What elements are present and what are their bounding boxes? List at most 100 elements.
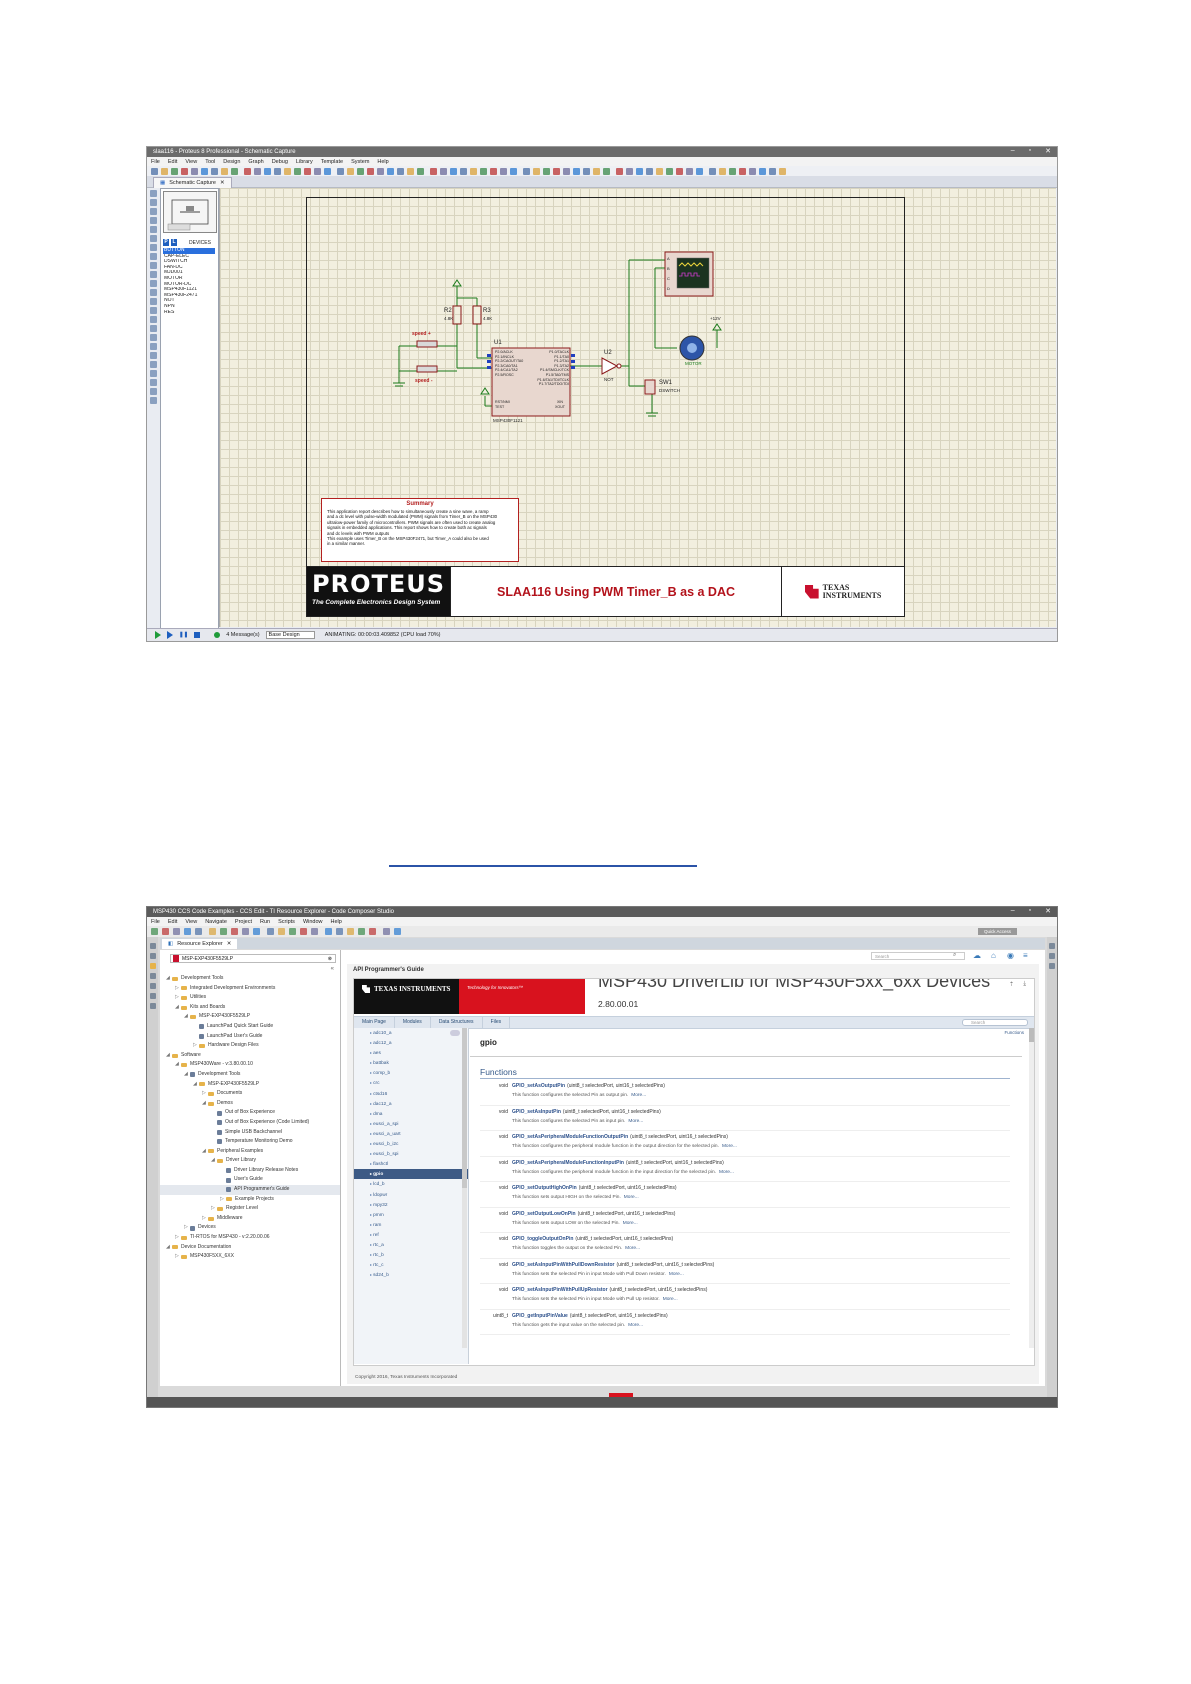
toolbar-icon[interactable]	[470, 167, 477, 175]
mode-tool-icon[interactable]	[149, 307, 157, 314]
mode-tool-icon[interactable]	[149, 271, 157, 278]
function-name-link[interactable]: GPIO_setAsInputPinWithPullDownResistor	[512, 1261, 615, 1268]
tree-item[interactable]: Out of Box Experience (Code Limited)	[160, 1118, 340, 1128]
expand-toggle-icon[interactable]: ◢	[211, 1157, 215, 1164]
tree-item[interactable]: ◢Kits and Boards	[160, 1003, 340, 1013]
menu-item[interactable]: Scripts	[278, 918, 295, 925]
menu-item[interactable]: System	[351, 158, 370, 165]
menu-item[interactable]: Template	[320, 158, 344, 165]
play-icon[interactable]	[155, 631, 161, 639]
tab-resource-explorer[interactable]: ◧ Resource Explorer ✕	[162, 939, 238, 949]
functions-link[interactable]: Functions	[1004, 1030, 1024, 1035]
toolbar-icon[interactable]	[173, 928, 180, 935]
toolbar-icon[interactable]	[377, 167, 384, 175]
tree-item[interactable]: ◢MSP430Ware - v:3.80.00.10	[160, 1060, 340, 1070]
minimize-icon[interactable]: –	[1010, 907, 1015, 914]
tree-item[interactable]: ▷MSP430F5XX_6XX	[160, 1252, 340, 1262]
toolbar-icon[interactable]	[304, 167, 311, 175]
tree-item[interactable]: ◢Software	[160, 1051, 340, 1061]
toolbar-icon[interactable]	[460, 167, 467, 175]
toolbar-icon[interactable]	[254, 167, 261, 175]
mode-tool-icon[interactable]	[149, 190, 157, 197]
toolbar-icon[interactable]	[666, 167, 673, 175]
expand-toggle-icon[interactable]: ◢	[166, 975, 170, 981]
toolbar-icon[interactable]	[274, 167, 281, 175]
expand-toggle-icon[interactable]: ▷	[175, 1253, 179, 1260]
toolbar-icon[interactable]	[696, 167, 703, 175]
module-link[interactable]: ▸ sd24_b	[354, 1270, 468, 1280]
device-list-item[interactable]: DSWITCH	[164, 259, 188, 265]
mode-tool-icon[interactable]	[149, 253, 157, 260]
device-list-item[interactable]: MOTOR	[164, 275, 183, 281]
tree-item[interactable]: ◢Development Tools	[160, 1070, 340, 1080]
doc-nav-tab[interactable]: Main Page	[354, 1017, 395, 1028]
menu-item[interactable]: Navigate	[205, 918, 227, 925]
toolbar-icon[interactable]	[311, 928, 318, 935]
mode-tool-icon[interactable]	[149, 343, 157, 350]
trim-icon[interactable]	[149, 943, 156, 949]
tree-item[interactable]: ▷Example Projects	[160, 1195, 340, 1205]
mode-tool-icon[interactable]	[149, 370, 157, 377]
mode-tool-icon[interactable]	[149, 217, 157, 224]
library-button[interactable]: L	[171, 239, 177, 246]
device-list-item[interactable]: MSP430F1121	[164, 287, 197, 293]
menu-item[interactable]: Window	[302, 918, 323, 925]
toolbar-icon[interactable]	[289, 928, 296, 935]
toolbar-icon[interactable]	[231, 167, 238, 175]
toolbar-icon[interactable]	[603, 167, 610, 175]
function-name-link[interactable]: GPIO_setAsOutputPin	[512, 1083, 566, 1089]
module-link[interactable]: ▸ comp_b	[354, 1068, 468, 1078]
device-list-item[interactable]: MJD001	[164, 270, 183, 276]
toolbar-icon[interactable]	[510, 167, 517, 175]
maximize-icon[interactable]: ▫	[1028, 147, 1032, 154]
toolbar-icon[interactable]	[709, 167, 716, 175]
download-icon[interactable]: ⤓	[1023, 981, 1026, 987]
device-list-item[interactable]: NOT	[164, 298, 175, 304]
toolbar-icon[interactable]	[394, 928, 401, 935]
toolbar-icon[interactable]	[397, 167, 404, 175]
tree-item[interactable]: ◢MSP-EXP430F5529LP	[160, 1080, 340, 1090]
toolbar-icon[interactable]	[162, 928, 169, 935]
toolbar-icon[interactable]	[563, 167, 570, 175]
menu-item[interactable]: Debug	[271, 158, 288, 165]
menu-item[interactable]: Graph	[248, 158, 264, 165]
doc-search-input[interactable]: Search	[962, 1019, 1028, 1026]
function-name-link[interactable]: GPIO_setOutputHighOnPin	[512, 1185, 577, 1191]
trim-icon[interactable]	[1049, 953, 1055, 959]
tree-item[interactable]: API Programmer's Guide	[160, 1185, 340, 1195]
trim-icon[interactable]	[149, 973, 156, 979]
mode-tool-icon[interactable]	[149, 262, 157, 269]
toolbar-icon[interactable]	[195, 928, 202, 935]
expand-toggle-icon[interactable]: ◢	[193, 1080, 197, 1087]
toolbar-icon[interactable]	[209, 928, 216, 935]
stop-icon[interactable]	[194, 632, 201, 638]
toolbar-icon[interactable]	[387, 167, 394, 175]
mode-tool-icon[interactable]	[149, 397, 157, 404]
trim-icon[interactable]	[1049, 943, 1055, 949]
module-link[interactable]: ▸ eusci_a_spi	[354, 1119, 468, 1129]
tree-item[interactable]: ▷Utilities	[160, 993, 340, 1003]
module-link[interactable]: ▸ dma	[354, 1109, 468, 1119]
module-link[interactable]: ▸ eusci_b_spi	[354, 1149, 468, 1159]
tree-item[interactable]: Out of Box Experience	[160, 1108, 340, 1118]
module-link[interactable]: ▸ eusci_b_i2c	[354, 1139, 468, 1149]
module-link[interactable]: ▸ lcd_b	[354, 1179, 468, 1189]
close-tab-icon[interactable]: ✕	[219, 180, 225, 186]
schematic-canvas[interactable]: R2 4.8K R3 4.8K speed + speed - U1 MSP43…	[219, 188, 1056, 627]
mode-tool-icon[interactable]	[149, 199, 157, 206]
mode-tool-icon[interactable]	[149, 235, 157, 242]
mode-tool-icon[interactable]	[149, 244, 157, 251]
toolbar-icon[interactable]	[181, 167, 188, 175]
toolbar-icon[interactable]	[337, 167, 344, 175]
more-link[interactable]: More...	[623, 1195, 639, 1200]
function-name-link[interactable]: GPIO_setOutputLowOnPin	[512, 1210, 576, 1217]
toolbar-icon[interactable]	[686, 167, 693, 175]
function-name-link[interactable]: GPIO_setAsPeripheralModuleFunctionInputP…	[512, 1159, 624, 1166]
module-link[interactable]: ▸ ram	[354, 1220, 468, 1230]
toolbar-icon[interactable]	[367, 167, 374, 175]
device-select[interactable]: MSP-EXP430F5529LP ⊗	[170, 954, 336, 963]
menu-item[interactable]: Library	[295, 158, 313, 165]
module-link[interactable]: ▸ ctsd16	[354, 1089, 468, 1099]
toolbar-icon[interactable]	[244, 167, 251, 175]
tab-schematic-capture[interactable]: ▦ Schematic Capture ✕	[153, 177, 232, 188]
